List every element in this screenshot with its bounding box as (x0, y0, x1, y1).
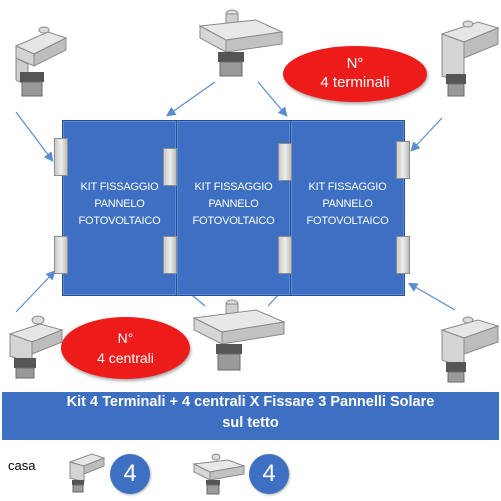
end-clamp-tab (396, 236, 410, 274)
end-clamp-icon (68, 453, 106, 493)
mid-clamp-icon (192, 453, 246, 495)
end-clamp-icon (8, 315, 64, 379)
mid-clamp-tab (163, 236, 177, 274)
central-count-oval: N° 4 centrali (61, 317, 190, 379)
mid-clamp-icon (192, 299, 286, 371)
panel-label: KIT FISSAGGIO PANNELO FOTOVOLTAICO (78, 181, 161, 227)
end-clamp-icon (440, 20, 500, 97)
mid-clamp-icon (198, 9, 284, 77)
mid-clamp-tab (278, 236, 292, 274)
arrow-bottom-right-clamp (407, 282, 456, 311)
terminal-count-oval: N° 4 terminali (283, 46, 427, 102)
footer-label: casa (8, 458, 36, 473)
end-clamp-tab (54, 236, 68, 274)
mid-clamp-tab (163, 148, 177, 186)
end-clamp-tab (396, 141, 410, 179)
central-count-badge: 4 (249, 454, 289, 494)
end-clamp-tab (54, 138, 68, 176)
kit-description-banner: Kit 4 Terminali + 4 centrali X Fissare 3… (2, 392, 499, 440)
solar-panel-2: KIT FISSAGGIO PANNELO FOTOVOLTAICO (176, 120, 291, 296)
panel-label: KIT FISSAGGIO PANNELO FOTOVOLTAICO (306, 181, 389, 227)
end-clamp-icon (440, 316, 500, 383)
arrow-top-center-left (166, 81, 216, 117)
panel-label: KIT FISSAGGIO PANNELO FOTOVOLTAICO (192, 181, 275, 227)
arrow-top-left-clamp (15, 111, 54, 162)
arrow-bottom-left-clamp (15, 270, 56, 313)
end-clamp-icon (14, 26, 68, 97)
mid-clamp-tab (278, 143, 292, 181)
terminal-count-badge: 4 (110, 454, 150, 494)
solar-panel-3: KIT FISSAGGIO PANNELO FOTOVOLTAICO (290, 120, 405, 296)
arrow-top-right-clamp (410, 117, 443, 152)
solar-panel-1: KIT FISSAGGIO PANNELO FOTOVOLTAICO (62, 120, 177, 296)
arrow-top-center-right (257, 81, 288, 117)
